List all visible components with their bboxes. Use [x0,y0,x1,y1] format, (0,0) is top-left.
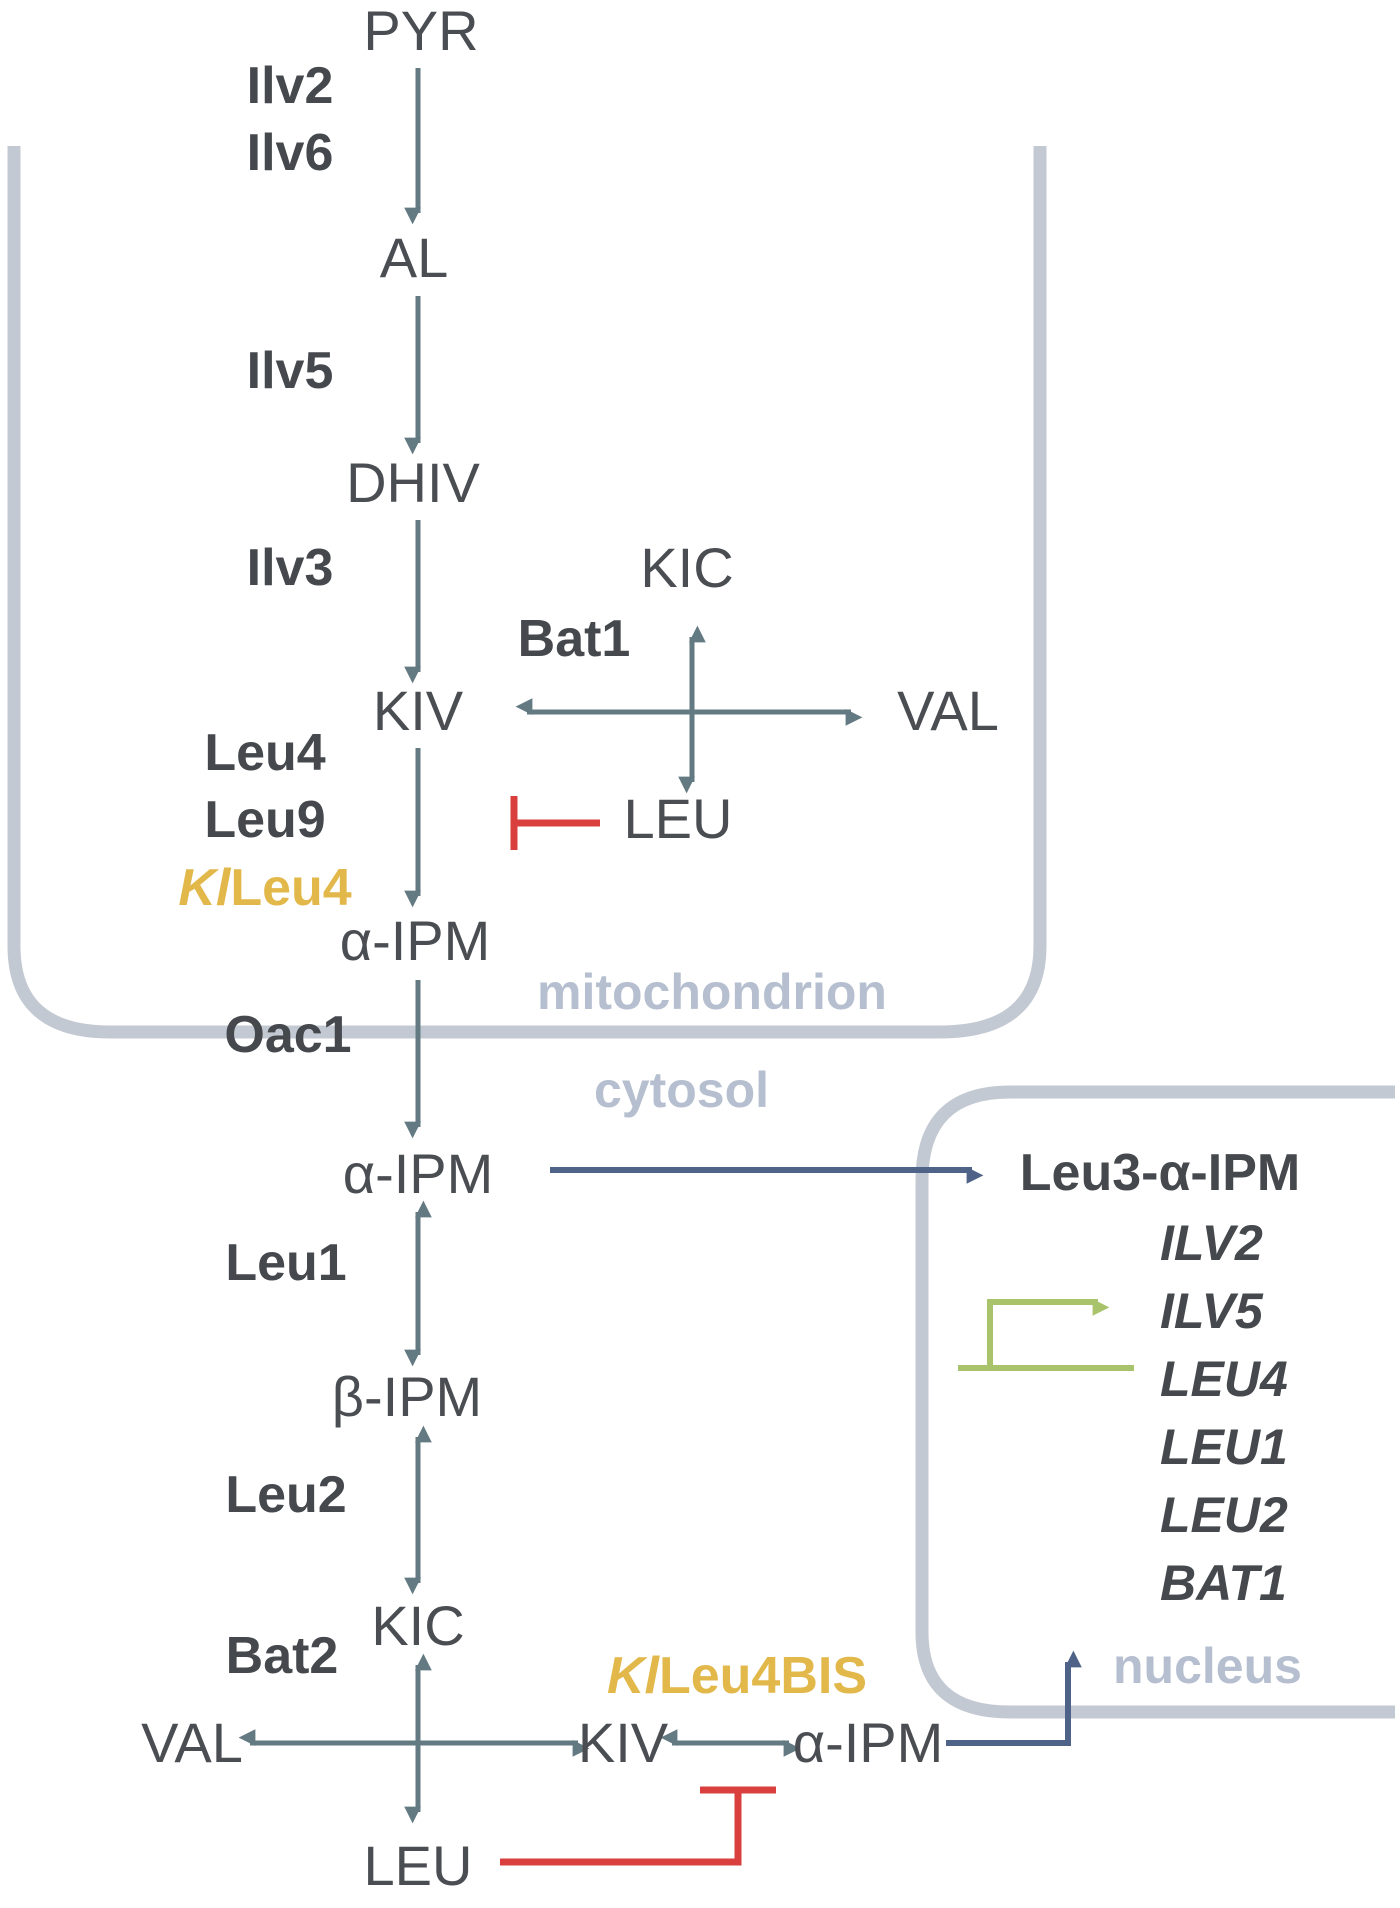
inhibition-leu-cyto [500,1790,742,1866]
nucleus-label: nucleus [1113,1638,1302,1694]
mitochondrion-label: mitochondrion [537,964,887,1020]
metabolite-pyr: PYR [363,0,478,62]
gene-ilv2: ILV2 [1160,1215,1263,1271]
gene-leu4: LEU4 [1160,1351,1288,1407]
gene-leu2: LEU2 [1160,1487,1288,1543]
gene-bat1: BAT1 [1160,1555,1287,1611]
metabolite-kiv-mito: KIV [373,679,464,742]
enzyme-kl-leu4: KlLeu4 [178,859,351,917]
metabolite-kiv-cyto: KIV [578,1711,669,1774]
enzyme-ilv2: Ilv2 [247,57,334,115]
enzyme-oac1: Oac1 [224,1006,351,1064]
gene-ilv5: ILV5 [1160,1283,1264,1339]
metabolite-kic-mito: KIC [640,536,733,599]
enzyme-bat1: Bat1 [518,610,631,668]
metabolite-al: AL [380,226,449,289]
enzyme-leu2: Leu2 [225,1466,346,1524]
nucleus-membrane [915,1085,1395,1719]
metabolite-aipm-cyto2: α-IPM [793,1711,944,1774]
enzyme-leu4: Leu4 [204,724,325,782]
gene-leu1: LEU1 [1160,1419,1288,1475]
enzyme-leu9: Leu9 [204,791,325,849]
metabolite-aipm-mito: α-IPM [340,909,491,972]
metabolite-val-mito: VAL [897,679,999,742]
metabolite-bipm: β-IPM [332,1365,482,1428]
transcription-arrow [987,1299,1110,1368]
enzyme-ilv6: Ilv6 [247,124,334,182]
mitochondrion-membrane [7,146,1047,1039]
enzyme-ilv5: Ilv5 [247,342,334,400]
metabolite-leu-mito: LEU [624,787,733,850]
enzyme-bat2: Bat2 [226,1627,339,1685]
leu3-complex: Leu3-α-IPM [1020,1144,1300,1202]
arrow-aipm-nucleus [946,1650,1082,1746]
metabolite-leu-cyto: LEU [364,1834,473,1897]
metabolite-val-cyto: VAL [141,1711,243,1774]
enzyme-ilv3: Ilv3 [247,539,334,597]
cytosol-label: cytosol [594,1062,769,1118]
enzyme-leu1: Leu1 [225,1234,346,1292]
metabolite-kic-cyto: KIC [371,1594,464,1657]
metabolite-dhiv: DHIV [346,451,480,514]
metabolite-aipm-cyto: α-IPM [343,1142,494,1205]
enzyme-kl-leu4bis: KlLeu4BIS [607,1647,867,1705]
